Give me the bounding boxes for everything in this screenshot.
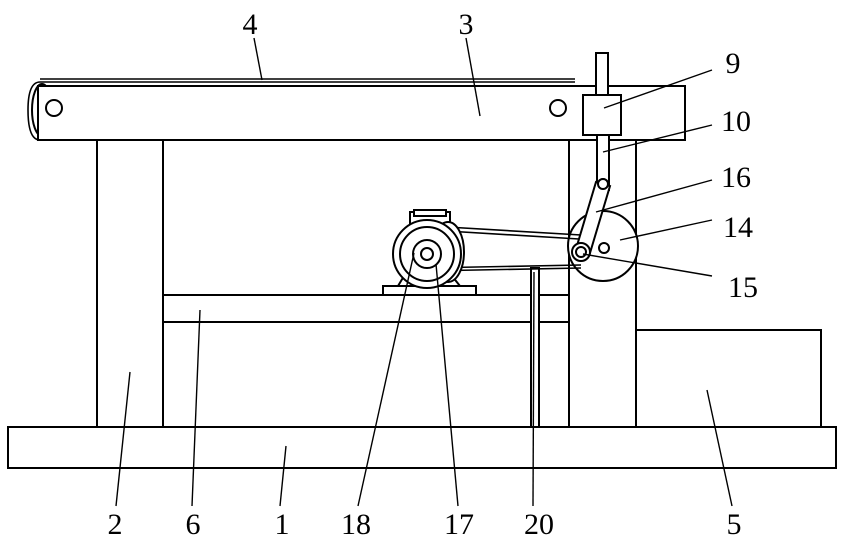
label-10: 10 <box>721 105 751 138</box>
pivot-right <box>550 100 566 116</box>
label-15: 15 <box>728 271 758 304</box>
leader-6 <box>192 310 200 506</box>
leader-20 <box>533 272 534 506</box>
label-2: 2 <box>108 508 123 541</box>
wheel-hole <box>599 243 609 253</box>
base-plate <box>8 427 836 468</box>
label-14: 14 <box>723 211 753 244</box>
slider-block <box>583 95 621 135</box>
side-box <box>636 330 821 427</box>
link-top-pin <box>598 179 608 189</box>
label-1: 1 <box>275 508 290 541</box>
label-4: 4 <box>243 8 258 41</box>
label-17: 17 <box>444 508 474 541</box>
guide-rod <box>596 53 608 95</box>
label-6: 6 <box>186 508 201 541</box>
label-5: 5 <box>727 508 742 541</box>
left-leg <box>97 140 163 427</box>
label-3: 3 <box>459 8 474 41</box>
crank-pin-inner <box>576 247 586 257</box>
label-9: 9 <box>726 47 741 80</box>
motor-shaft <box>421 248 433 260</box>
pivot-left <box>46 100 62 116</box>
label-20: 20 <box>524 508 554 541</box>
support-post <box>531 268 539 427</box>
motor-top <box>414 210 446 216</box>
cross-beam <box>163 295 569 322</box>
leader-4 <box>254 38 262 80</box>
label-16: 16 <box>721 161 751 194</box>
label-18: 18 <box>341 508 371 541</box>
